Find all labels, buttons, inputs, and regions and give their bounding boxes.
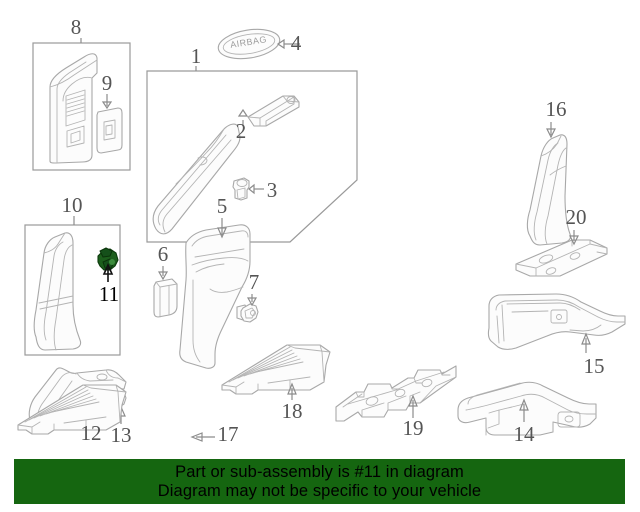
part-8-pillar-trim (49, 53, 98, 164)
group-box-1 (146, 70, 358, 243)
group-1-a-pillar-trim (146, 66, 358, 243)
part-2-retainer-bracket (247, 95, 300, 127)
callout-12: 12 (81, 421, 102, 445)
callout-19: 19 (403, 416, 424, 440)
callout-4: 4 (291, 31, 302, 55)
arrow-2 (237, 108, 249, 117)
callout-6: 6 (158, 242, 169, 266)
callout-18: 18 (282, 399, 303, 423)
callout-11: 11 (99, 282, 119, 306)
arrow-19 (408, 394, 418, 407)
callout-7: 7 (249, 270, 260, 294)
arrow-14 (519, 398, 529, 411)
arrow-3 (248, 183, 255, 195)
arrow-16 (546, 128, 556, 139)
arrow-11 (102, 263, 114, 275)
callout-14: 14 (514, 422, 536, 446)
part-3-retainer-clip (232, 177, 264, 201)
part-18-rear-door-scuff-plate (221, 344, 331, 400)
part-10-lower-trim (33, 232, 82, 351)
group-10-b-pillar-lower-trim (24, 216, 121, 356)
callout-2: 2 (236, 119, 247, 143)
part-9-adjuster-cover (96, 107, 123, 154)
callout-13: 13 (111, 423, 132, 447)
callout-labels: 1 2 3 4 5 6 7 8 9 10 11 12 13 14 15 16 1… (62, 15, 605, 447)
part-11-trim-panel-clip-selected (97, 247, 119, 271)
callout-16: 16 (546, 97, 567, 121)
callout-3: 3 (267, 178, 278, 202)
part-20-floor-bracket-plate (515, 230, 608, 277)
arrow-20 (569, 235, 579, 246)
callout-17: 17 (218, 422, 239, 446)
part-1-a-pillar-trim (152, 123, 241, 235)
callout-15: 15 (584, 354, 605, 378)
part-4-airbag-emblem: AIRBAG (217, 28, 300, 60)
arrow-5 (217, 227, 227, 239)
part-16-quarter-trim-panel (526, 122, 572, 246)
callout-10: 10 (62, 193, 83, 217)
part-17-front-door-scuff-plate (17, 384, 215, 442)
arrow-15 (581, 332, 591, 345)
arrow-17 (190, 432, 203, 442)
group-8-b-pillar-upper-trim (32, 38, 131, 171)
callout-20: 20 (566, 205, 587, 229)
part-5-c-pillar-trim-panel (179, 218, 251, 369)
callout-1: 1 (191, 44, 202, 68)
part-19-sill-reinforcement-plate (335, 365, 457, 422)
callout-9: 9 (102, 71, 113, 95)
part-info-banner: Part or sub-assembly is #11 in diagram D… (14, 459, 625, 504)
callout-5: 5 (217, 194, 228, 218)
part-7-panel-clip (240, 294, 259, 323)
part-15-side-sill-molding (487, 293, 626, 353)
arrow-6 (157, 271, 169, 281)
group-box-10 (24, 224, 121, 356)
banner-line-2: Diagram may not be specific to your vehi… (157, 481, 482, 500)
arrow-9 (101, 101, 113, 110)
part-6-trim-block (153, 266, 178, 318)
arrow-18 (287, 382, 297, 395)
callout-8: 8 (71, 15, 82, 39)
arrow-7 (246, 297, 258, 307)
part-14-rear-sill-cover (457, 381, 597, 436)
arrow-4 (276, 38, 285, 50)
banner-line-1: Part or sub-assembly is #11 in diagram (175, 462, 464, 481)
